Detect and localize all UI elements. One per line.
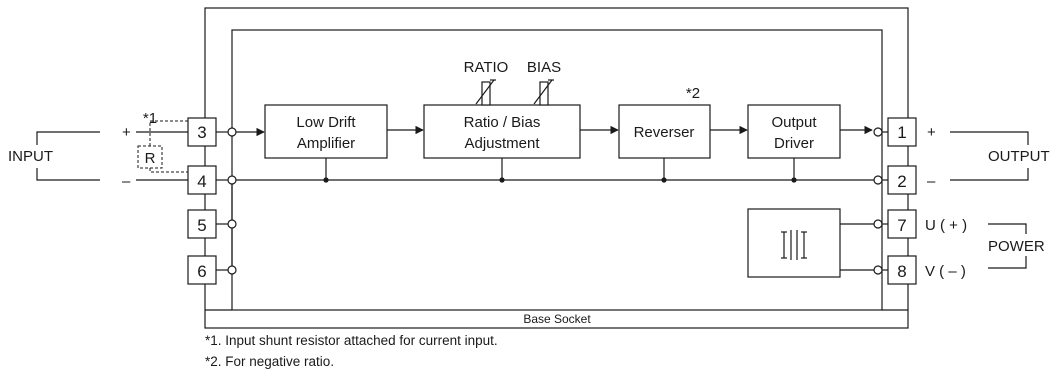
power-pin-v: V ( – ) <box>925 263 966 280</box>
ratio-bias-line2: Adjustment <box>464 135 540 152</box>
output-bracket <box>950 131 1029 145</box>
input-plus: + <box>122 124 131 141</box>
terminal-8-node <box>873 265 883 275</box>
input-label: INPUT <box>8 148 53 165</box>
terminal-5-number: 5 <box>197 216 206 235</box>
terminal-1: 1 <box>887 117 917 147</box>
transformer-icon <box>781 230 807 260</box>
terminal-7-node <box>873 219 883 229</box>
power-label: POWER <box>988 238 1045 255</box>
terminal-7: 7 <box>887 209 917 239</box>
terminal-8-number: 8 <box>897 262 906 281</box>
terminal-7-number: 7 <box>897 216 906 235</box>
power-bracket <box>988 223 1027 234</box>
low-drift-amplifier-block: Low Drift Amplifier <box>264 104 388 159</box>
output-driver-line2: Driver <box>774 135 814 152</box>
terminal-4-node <box>227 175 237 185</box>
low-drift-line1: Low Drift <box>296 114 356 131</box>
note-marker-2: *2 <box>686 85 700 102</box>
resistor-label: R <box>145 150 156 167</box>
bias-trim-label: BIAS <box>527 59 561 76</box>
low-drift-line2: Amplifier <box>297 135 355 152</box>
input-bracket <box>36 131 100 145</box>
terminal-5-node <box>227 219 237 229</box>
power-transformer <box>747 208 841 278</box>
output-plus: + <box>927 124 936 141</box>
output-driver-block: Output Driver <box>747 104 841 159</box>
terminal-3-number: 3 <box>197 123 206 142</box>
reverser-label: Reverser <box>634 124 695 141</box>
terminal-2-number: 2 <box>897 172 906 191</box>
shunt-resistor: R <box>137 120 188 173</box>
ratio-trim-label: RATIO <box>464 59 509 76</box>
terminal-4-number: 4 <box>197 172 206 191</box>
ratio-trimmer-icon <box>475 79 496 106</box>
input-minus: – <box>122 173 131 190</box>
output-driver-line1: Output <box>771 114 817 131</box>
terminal-6-node <box>227 265 237 275</box>
ratio-bias-adjustment-block: Ratio / Bias Adjustment <box>423 104 581 159</box>
footnote-2: *2. For negative ratio. <box>205 354 334 369</box>
terminal-4: 4 <box>187 165 217 195</box>
terminal-8: 8 <box>887 255 917 285</box>
output-label: OUTPUT <box>988 148 1050 165</box>
footnote-1: *1. Input shunt resistor attached for cu… <box>205 333 498 348</box>
terminal-5: 5 <box>187 209 217 239</box>
base-socket-label: Base Socket <box>523 312 591 326</box>
terminal-6: 6 <box>187 255 217 285</box>
terminal-1-node <box>873 127 883 137</box>
terminal-6-number: 6 <box>197 262 206 281</box>
terminal-3: 3 <box>187 117 217 147</box>
ratio-bias-line1: Ratio / Bias <box>464 114 541 131</box>
power-pin-u: U ( + ) <box>925 217 967 234</box>
note-marker-1: *1 <box>143 110 157 127</box>
terminal-3-node <box>227 127 237 137</box>
terminal-2-node <box>873 175 883 185</box>
terminal-1-number: 1 <box>897 123 906 142</box>
terminal-2: 2 <box>887 165 917 195</box>
output-minus: – <box>927 173 936 190</box>
bias-trimmer-icon <box>533 79 554 106</box>
reverser-block: Reverser <box>618 104 711 159</box>
